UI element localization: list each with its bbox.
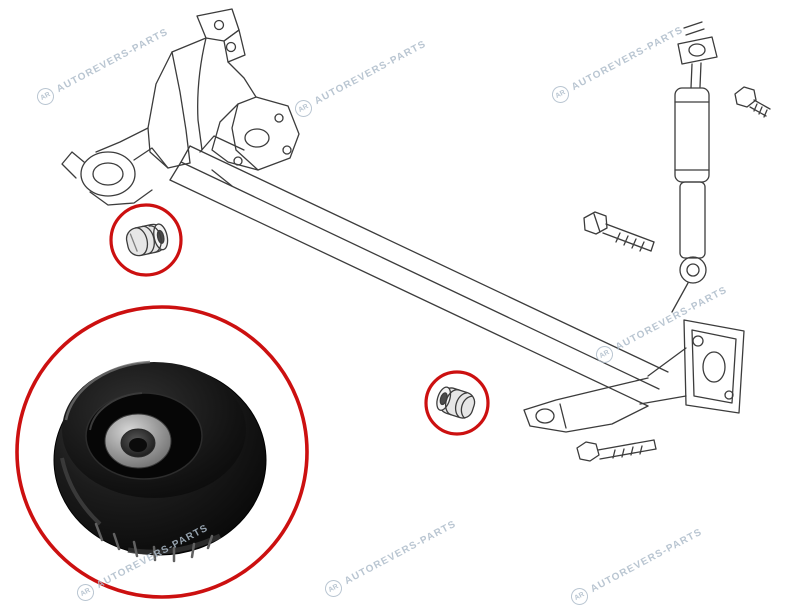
rear-mount-bracket <box>523 282 745 433</box>
front-trailing-arm-bracket <box>61 8 300 206</box>
front-bushing-callout <box>109 203 183 277</box>
axle-beam <box>169 135 669 407</box>
front-beam-bushing <box>125 223 169 257</box>
lower-mounting-bolt <box>576 439 657 462</box>
short-mounting-bolt <box>734 86 771 118</box>
rear-beam-bushing <box>436 386 476 419</box>
bushing-photo <box>53 360 267 563</box>
shock-absorber <box>674 21 718 284</box>
rear-bushing-callout <box>424 370 490 436</box>
bushing-photo-callout <box>15 305 309 599</box>
long-mounting-bolt <box>583 211 655 252</box>
